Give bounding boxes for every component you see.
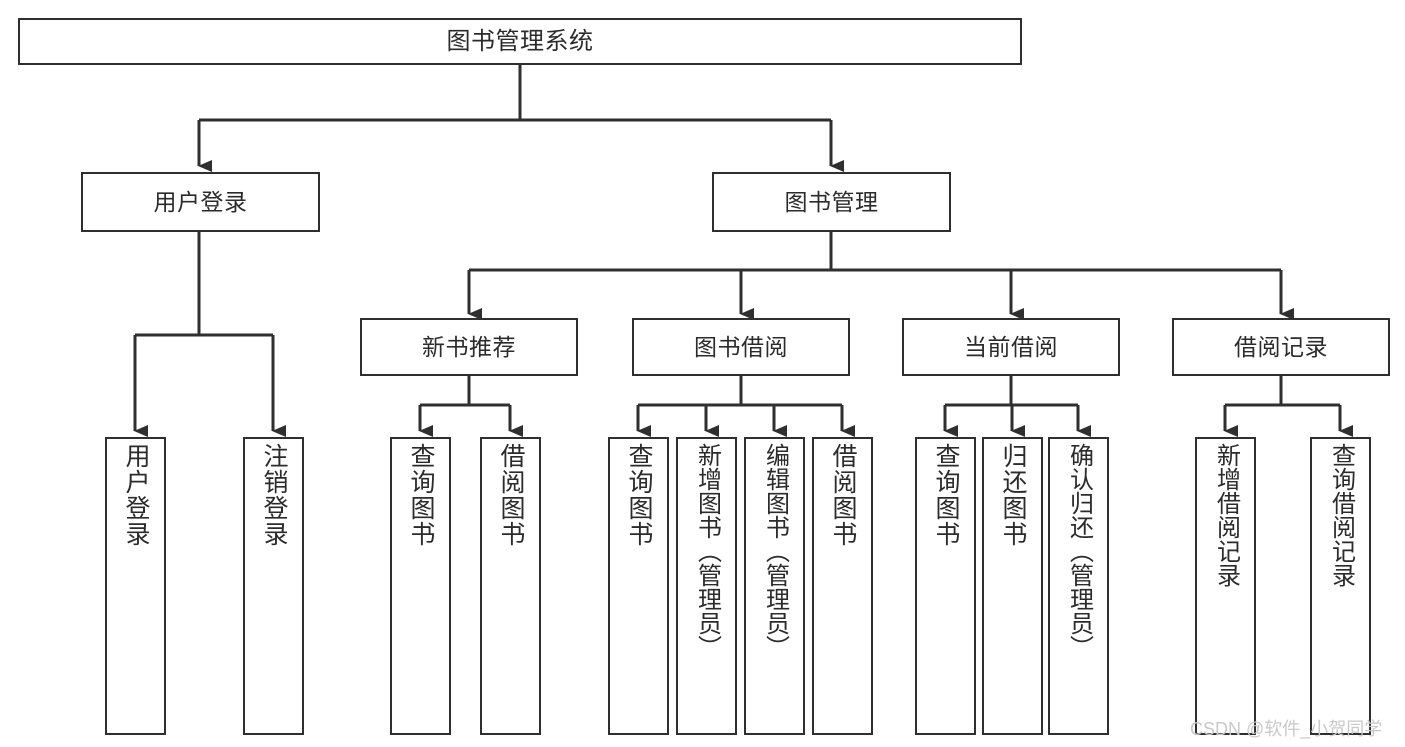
node-label: 查询图书 xyxy=(932,443,960,547)
csdn-watermark: CSDN @软件_小贺同学 xyxy=(1190,719,1383,739)
leaf-return-book[interactable]: 归还图书 xyxy=(982,437,1043,735)
leaf-query-book-recommend[interactable]: 查询图书 xyxy=(390,437,451,735)
leaf-user-login[interactable]: 用户登录 xyxy=(105,437,166,735)
leaf-add-book-admin[interactable]: 新增图书（管理员） xyxy=(676,437,737,735)
node-new-book-recommend[interactable]: 新书推荐 xyxy=(360,318,578,376)
leaf-confirm-return-admin[interactable]: 确认归还（管理员） xyxy=(1048,437,1109,735)
leaf-query-book-current[interactable]: 查询图书 xyxy=(915,437,976,735)
node-label: 归还图书 xyxy=(999,443,1027,547)
leaf-borrow-book-recommend[interactable]: 借阅图书 xyxy=(480,437,541,735)
leaf-edit-book-admin[interactable]: 编辑图书（管理员） xyxy=(744,437,805,735)
node-borrow-record[interactable]: 借阅记录 xyxy=(1172,318,1390,376)
leaf-logout[interactable]: 注销登录 xyxy=(243,437,304,735)
node-label: 编辑图书（管理员） xyxy=(761,443,789,659)
node-label: 当前借阅 xyxy=(964,333,1058,360)
leaf-query-book-borrow[interactable]: 查询图书 xyxy=(608,437,669,735)
node-label: 新增借阅记录 xyxy=(1212,443,1240,587)
node-label: 图书管理系统 xyxy=(446,27,594,55)
node-label: 用户登录 xyxy=(122,443,150,547)
node-label: 用户登录 xyxy=(153,188,248,215)
node-root-book-management-system[interactable]: 图书管理系统 xyxy=(18,18,1022,65)
node-label: 借阅图书 xyxy=(829,443,857,547)
node-label: 图书管理 xyxy=(784,188,879,215)
node-label: 查询图书 xyxy=(625,443,653,547)
node-label: 注销登录 xyxy=(260,443,288,547)
node-label: 图书借阅 xyxy=(694,333,788,360)
leaf-add-borrow-record[interactable]: 新增借阅记录 xyxy=(1195,437,1256,735)
node-book-borrow[interactable]: 图书借阅 xyxy=(632,318,850,376)
node-book-management[interactable]: 图书管理 xyxy=(712,172,951,232)
leaf-borrow-book[interactable]: 借阅图书 xyxy=(812,437,873,735)
node-user-login[interactable]: 用户登录 xyxy=(81,172,320,232)
leaf-query-borrow-record[interactable]: 查询借阅记录 xyxy=(1310,437,1371,735)
node-label: 查询图书 xyxy=(407,443,435,547)
node-label: 新书推荐 xyxy=(422,333,516,360)
node-label: 新增图书（管理员） xyxy=(693,443,721,659)
node-label: 借阅记录 xyxy=(1234,333,1328,360)
node-label: 确认归还（管理员） xyxy=(1065,443,1093,659)
node-label: 查询借阅记录 xyxy=(1327,443,1355,587)
node-current-borrow[interactable]: 当前借阅 xyxy=(902,318,1120,376)
node-label: 借阅图书 xyxy=(497,443,525,547)
